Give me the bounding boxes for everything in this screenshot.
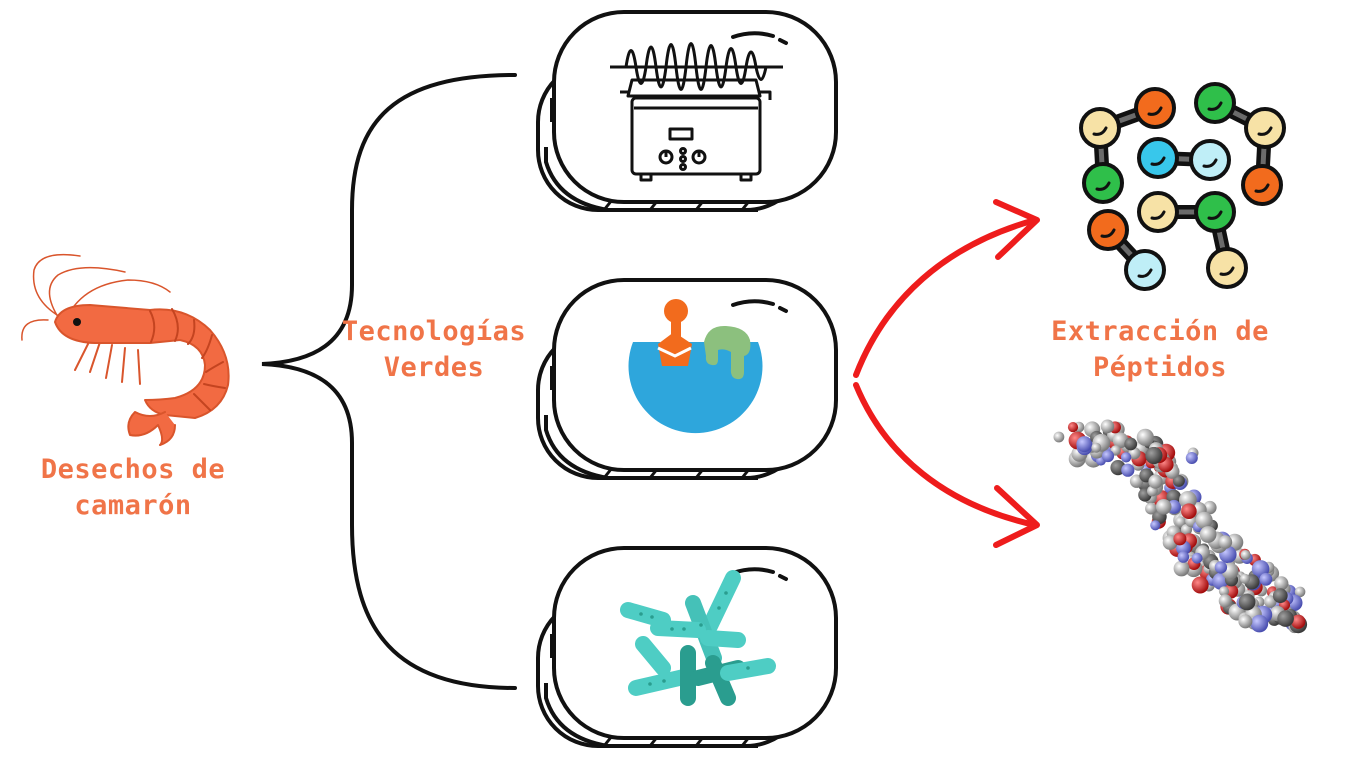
output-label: Extracción de Péptidos [1040, 314, 1280, 387]
source-label-line1: Desechos de [40, 454, 226, 485]
curly-brace [261, 73, 517, 690]
method-label: Tecnologías Verdes [338, 314, 530, 387]
ultrasonic-bath-icon [610, 42, 783, 182]
bacteria-icon [620, 570, 776, 706]
output-label-line1: Extracción de [1051, 316, 1269, 347]
output-label-line2: Péptidos [1092, 352, 1228, 384]
arrow-to-peptide-chain [853, 199, 1040, 378]
source-label-line2: camarón [74, 490, 192, 522]
arrow-to-protein-model [853, 382, 1040, 548]
enzyme-substrate-icon [628, 299, 763, 434]
method-capsule-enzyme [536, 278, 838, 480]
protein-model-icon [1053, 419, 1308, 634]
shrimp-icon [21, 253, 230, 446]
method-capsule-fermentation [536, 546, 838, 748]
peptide-chain-icon [1079, 82, 1286, 291]
source-label: Desechos de camarón [18, 452, 248, 525]
method-label-line1: Tecnologías [341, 316, 527, 347]
method-capsule-ultrasound [536, 10, 838, 212]
method-label-line2: Verdes [383, 352, 485, 384]
